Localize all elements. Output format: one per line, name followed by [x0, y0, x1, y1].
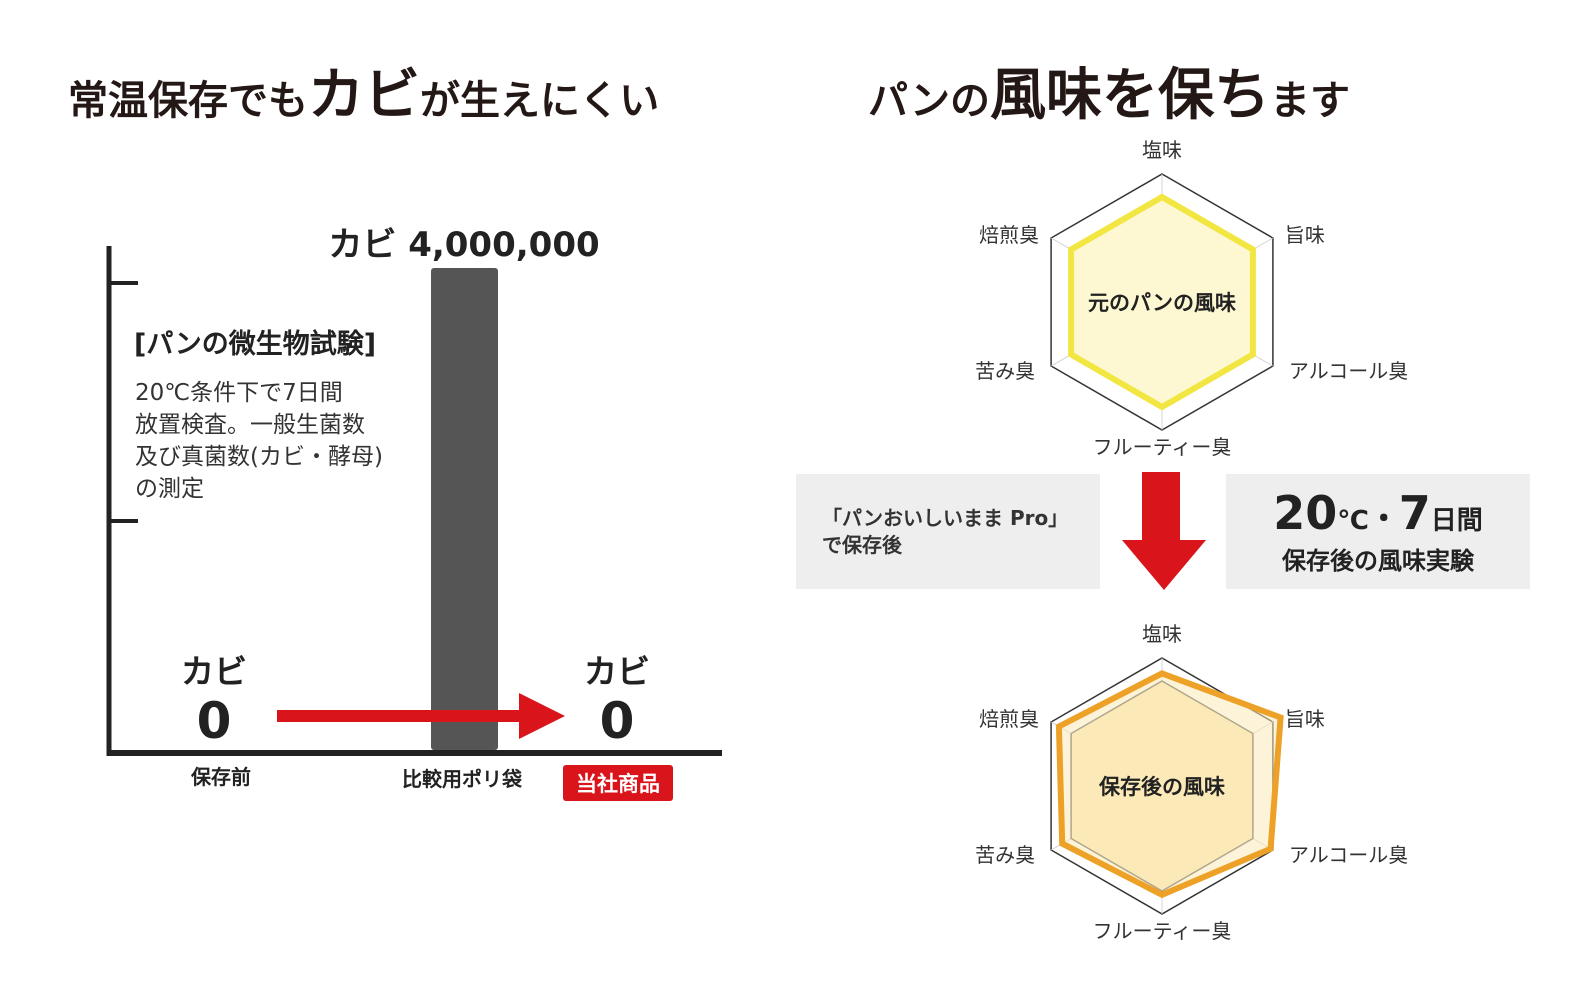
right-headline: パンの 風味を保ち ます [868, 50, 1350, 131]
product-caption-line: で保存後 [822, 532, 902, 557]
bar-0-label-value: 0 [197, 692, 232, 750]
right-headline-part3: ます [1270, 77, 1350, 124]
test-description-line: 放置検査。一般生菌数 [135, 412, 365, 438]
radar-axis-label: 塩味 [1142, 138, 1182, 162]
test-description: 20℃条件下で7日間 放置検査。一般生菌数 及び真菌数(カビ・酵母) の測定 [135, 380, 383, 502]
radar-series-1 [1055, 670, 1284, 899]
right-headline-part1: パンの [868, 77, 990, 124]
bar-1-label-mold: カビ [328, 225, 396, 265]
test-description-line: 及び真菌数(カビ・酵母) [135, 444, 383, 470]
red-arrow-icon [277, 693, 565, 739]
radar-series-0 [1068, 193, 1256, 411]
test-title: [パンの微生物試験] [134, 328, 376, 360]
radar-center-label: 元のパンの風味 [1088, 291, 1236, 315]
experiment-temp: 20 [1273, 485, 1338, 540]
bar-1-label-value: 4,000,000 [408, 225, 599, 265]
experiment-days: 7 [1398, 485, 1431, 540]
radar-axis-label: 塩味 [1142, 622, 1182, 646]
radar-axis-label: フルーティー臭 [1093, 435, 1232, 459]
bar-2-label-value: 0 [600, 692, 635, 750]
radar-axis-label: 旨味 [1285, 223, 1325, 247]
experiment-days-unit: 日間 [1430, 505, 1483, 536]
left-headline-part1: 常温保存でも [68, 77, 308, 124]
left-headline-part2: カビ [308, 62, 420, 128]
product-caption-line: 「パンおいしいまま Pro」 [822, 505, 1069, 530]
left-headline-part3: が生えにくい [420, 77, 660, 124]
mold-test-bar-chart: [パンの微生物試験] 20℃条件下で7日間 放置検査。一般生菌数 及び真菌数(カ… [106, 225, 722, 791]
radar-axis-label: 苦み臭 [975, 359, 1035, 383]
x-tick-label-comparison: 比較用ポリ袋 [402, 767, 523, 791]
test-description-line: の測定 [135, 476, 204, 502]
radar-axis-label: アルコール臭 [1289, 359, 1408, 383]
x-tick-label-before: 保存前 [190, 765, 251, 789]
test-description-line: 20℃条件下で7日間 [135, 380, 343, 406]
x-tick-label-our-product: 当社商品 [563, 765, 673, 801]
experiment-caption-box: 20℃・7日間 保存後の風味実験 [1226, 474, 1530, 589]
radar-axis-label: 焙煎臭 [979, 223, 1039, 247]
bar-1-data-label: カビ 4,000,000 [328, 225, 599, 265]
left-headline: 常温保存でも カビ が生えにくい [68, 50, 659, 131]
bar-comparison-bag [431, 268, 498, 750]
experiment-condition: 20℃・7日間 [1273, 488, 1483, 546]
down-arrow-icon [1122, 472, 1206, 590]
product-caption-box: 「パンおいしいまま Pro」 で保存後 [796, 474, 1100, 589]
radar-axis-label: フルーティー臭 [1093, 919, 1232, 943]
radar-axis-label: アルコール臭 [1289, 843, 1408, 867]
right-headline-part2: 風味を保ち [990, 62, 1270, 128]
radar-axis-label: 旨味 [1285, 707, 1325, 731]
radar-axis-label: 焙煎臭 [979, 707, 1039, 731]
experiment-subtitle: 保存後の風味実験 [1282, 546, 1474, 575]
radar-center-label: 保存後の風味 [1098, 775, 1225, 799]
experiment-dot: ・ [1368, 501, 1399, 537]
bar-2-label-mold: カビ [584, 652, 650, 691]
radar-axis-label: 苦み臭 [975, 843, 1035, 867]
experiment-temp-unit: ℃ [1337, 505, 1369, 536]
bar-0-label-mold: カビ [181, 652, 247, 691]
